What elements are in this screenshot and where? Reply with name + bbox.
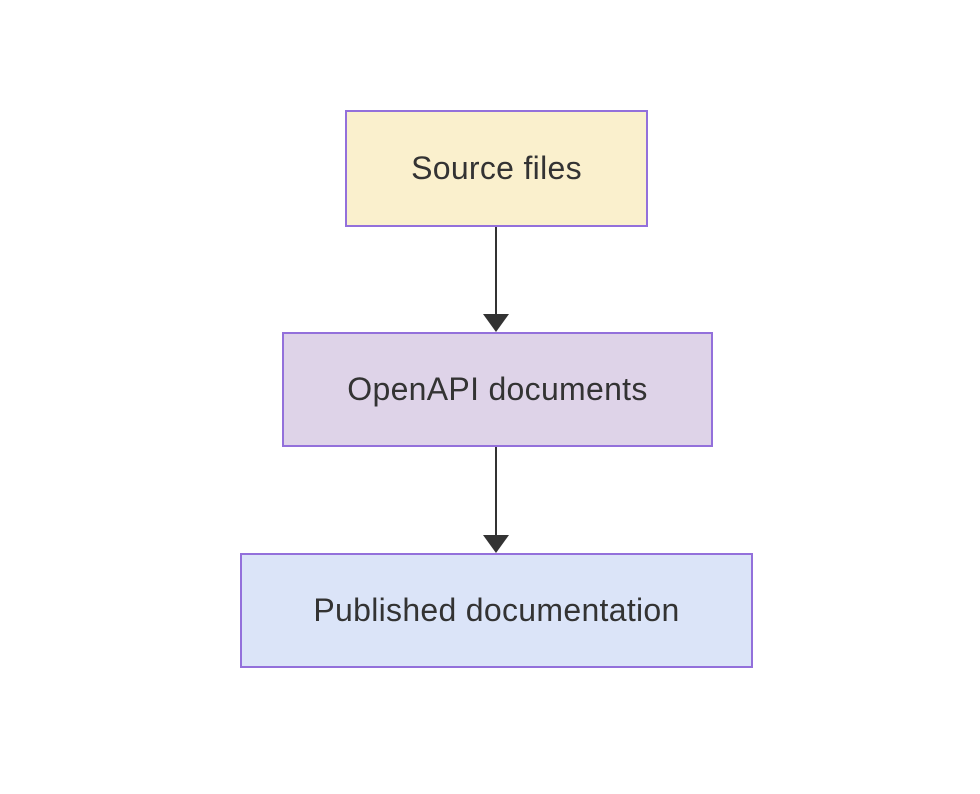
node-openapi-documents: OpenAPI documents <box>282 332 713 447</box>
node-published-documentation-label: Published documentation <box>313 592 680 628</box>
edge-openapi-to-published-arrowhead-icon <box>483 535 509 553</box>
node-published-documentation: Published documentation <box>240 553 753 668</box>
node-source-files-label: Source files <box>411 150 582 186</box>
node-openapi-documents-label: OpenAPI documents <box>347 371 648 407</box>
edge-source-to-openapi-arrowhead-icon <box>483 314 509 332</box>
edge-openapi-to-published-line <box>495 447 497 536</box>
node-source-files: Source files <box>345 110 648 227</box>
edge-source-to-openapi-line <box>495 227 497 315</box>
